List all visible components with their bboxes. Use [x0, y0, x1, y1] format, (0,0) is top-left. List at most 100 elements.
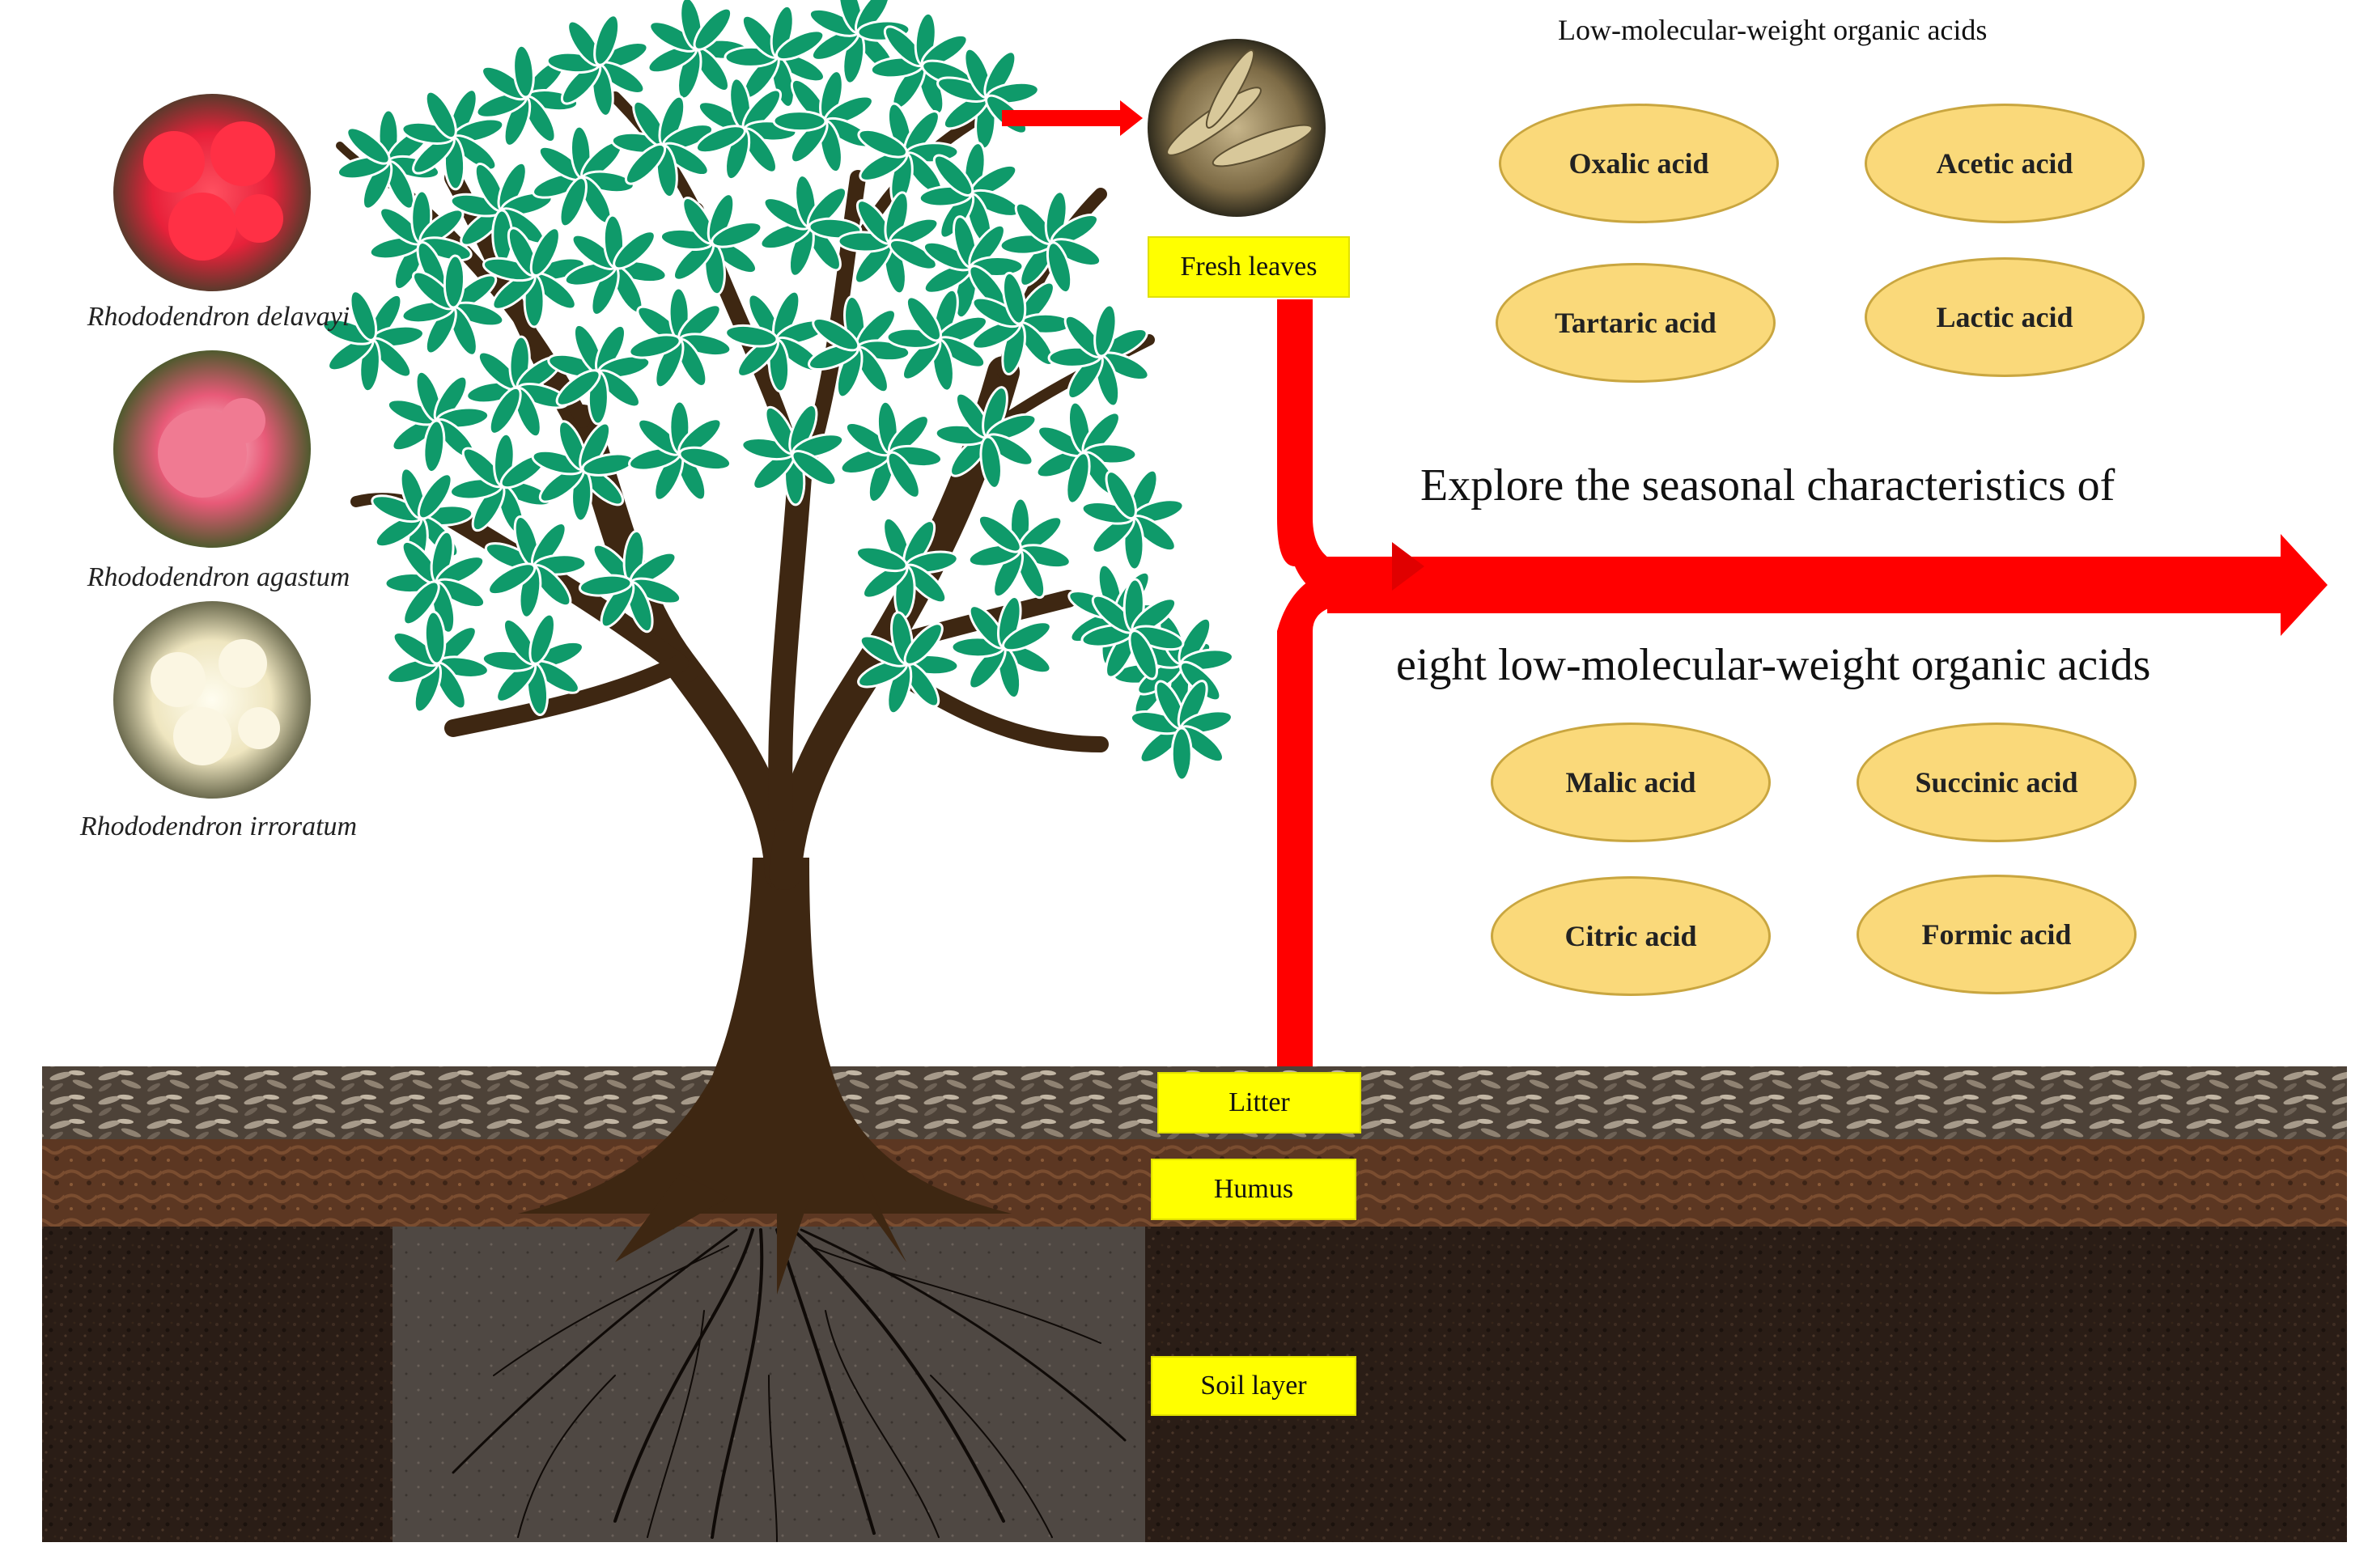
leaf-cluster	[321, 290, 425, 393]
soil-layer-label: Soil layer	[1151, 1356, 1356, 1416]
acid-oval-lactic: Lactic acid	[1865, 257, 2145, 377]
explore-line-2: eight low-molecular-weight organic acids	[1396, 640, 2151, 690]
leaf-cluster	[999, 190, 1102, 295]
leaf	[1065, 451, 1091, 505]
leaf	[402, 580, 440, 626]
leaf-cluster	[401, 88, 505, 191]
leaf-cluster	[950, 595, 1052, 700]
leaf-cluster	[759, 174, 863, 278]
species-photos	[113, 39, 1326, 799]
leaves-down-arrow	[1277, 299, 1408, 604]
explore-line-1: Explore the seasonal characteristics of	[1420, 460, 2115, 511]
leaf	[443, 254, 466, 309]
leaf	[424, 90, 457, 140]
leaf	[711, 221, 763, 248]
root-system	[452, 1228, 1127, 1542]
litter-up-arrow	[1277, 566, 1408, 1066]
canopy-to-leaves-arrow	[1002, 100, 1143, 136]
leaf	[932, 154, 974, 197]
leaf	[555, 369, 601, 407]
leaf	[693, 6, 733, 51]
red-flower-clusters	[143, 121, 283, 261]
leaf	[1002, 271, 1027, 325]
leaf-cluster	[401, 254, 505, 357]
leaf	[528, 612, 556, 665]
leaf	[979, 435, 1003, 489]
leaf	[1170, 727, 1193, 782]
leaf-cluster	[855, 516, 959, 620]
leaf	[1093, 303, 1118, 358]
main-arrow-head	[2281, 534, 2328, 636]
leaf-cluster	[922, 215, 1025, 320]
leaf	[1105, 470, 1137, 520]
leaf-cluster	[386, 610, 490, 714]
leaf	[888, 239, 938, 271]
tree-foliage	[321, 0, 1234, 782]
acids-heading: Low-molecular-weight organic acids	[1558, 14, 1988, 46]
leaf-cluster	[885, 288, 988, 392]
leaf-cluster	[1129, 680, 1233, 782]
red-rhododendron-photo	[113, 94, 311, 291]
leaf	[417, 473, 453, 520]
leaf-cluster	[934, 386, 1038, 489]
white-flower-clusters	[151, 639, 280, 765]
leaf	[422, 419, 446, 474]
fresh-leaves-photo-detail	[1166, 49, 1313, 167]
leaf	[593, 14, 621, 66]
main-arrow-shaft	[1327, 557, 2282, 613]
white-rhododendron-photo	[113, 601, 311, 799]
acid-oval-succinic: Succinic acid	[1857, 723, 2137, 842]
leaf	[628, 333, 681, 359]
leaf-cluster	[532, 125, 635, 228]
leaf	[349, 290, 378, 341]
fresh-leaves-photo	[1148, 39, 1326, 217]
leaf-cluster	[967, 497, 1072, 600]
leaf-cluster	[465, 335, 569, 439]
leaf	[1046, 241, 1073, 295]
leaf	[1128, 629, 1159, 680]
leaf	[855, 545, 908, 573]
leaf	[978, 514, 1022, 553]
leaf-cluster	[368, 189, 473, 292]
leaf	[488, 386, 522, 435]
leaf-cluster	[545, 14, 649, 117]
leaf	[1002, 621, 1052, 652]
leaf	[487, 562, 537, 596]
leaf	[613, 230, 656, 270]
leaf	[678, 446, 732, 472]
leaf	[558, 176, 588, 228]
leaf-cluster	[869, 11, 974, 116]
leaf-cluster	[531, 420, 635, 523]
leaf-cluster	[1035, 400, 1138, 505]
fresh-leaves-label: Fresh leaves	[1148, 236, 1350, 298]
leaf	[772, 110, 827, 133]
acid-oval-formic: Formic acid	[1857, 875, 2137, 994]
acid-oval-tartaric: Tartaric acid	[1496, 263, 1776, 383]
leaf-cluster	[971, 271, 1073, 375]
leaf-cluster	[1080, 468, 1185, 571]
leaf-cluster	[741, 404, 845, 506]
leaf	[423, 610, 447, 665]
flow-arrows	[1277, 299, 2328, 1066]
leaf-cluster	[482, 227, 586, 328]
leaf-cluster	[1047, 303, 1150, 408]
leaf	[529, 227, 561, 277]
inner-arrow-tick	[1392, 542, 1424, 591]
leaf-cluster	[1080, 578, 1185, 680]
leaf-cluster	[857, 102, 960, 206]
leaf-cluster	[936, 47, 1040, 150]
leaf	[886, 451, 921, 499]
leaf-cluster	[628, 286, 732, 389]
leaf-cluster	[563, 214, 668, 316]
leaf	[724, 324, 779, 348]
leaf	[694, 125, 746, 155]
species-label-agastum: Rhododendron agastum	[87, 562, 350, 592]
leaf-cluster	[386, 370, 490, 474]
leaf	[857, 128, 908, 159]
leaf-cluster	[481, 612, 584, 717]
leaf-cluster	[484, 515, 588, 619]
leaf-cluster	[659, 193, 763, 296]
leaf-cluster	[857, 611, 960, 715]
leaf	[578, 574, 633, 597]
